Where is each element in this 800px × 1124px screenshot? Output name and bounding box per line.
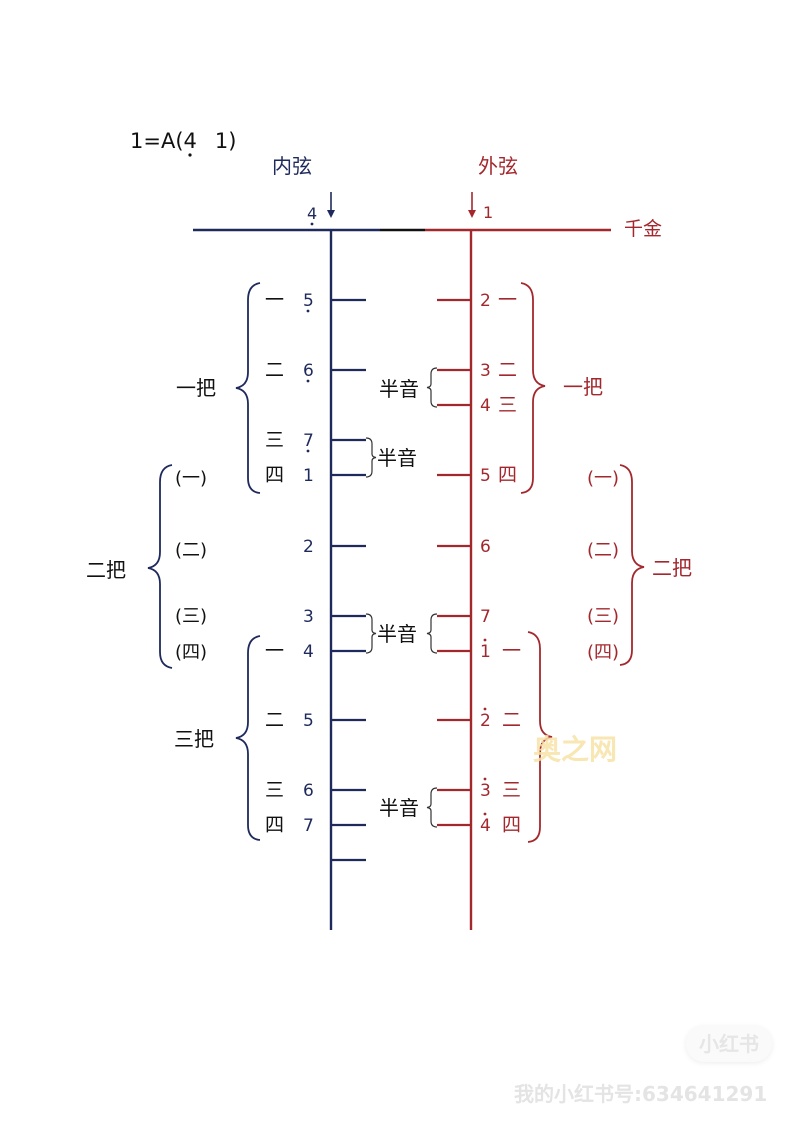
inner-note: 1 [303, 466, 314, 486]
outer-ticks [437, 298, 471, 827]
position-label-1: 一把 [176, 376, 216, 400]
inner-finger-labels: 一 二 三 四 一 二 三 四 [265, 289, 284, 836]
svg-text:(四): (四) [175, 642, 207, 663]
svg-text:四: 四 [498, 464, 517, 486]
svg-text:二: 二 [502, 709, 521, 731]
outer-notes: 2 3 4 5 6 7 1 2 3 4 [480, 291, 491, 836]
svg-text:一: 一 [265, 289, 284, 311]
svg-text:三: 三 [498, 394, 517, 416]
inner-note: 6 [303, 361, 314, 381]
outer-note: 2 [480, 291, 491, 311]
outer-note: 3 [480, 781, 491, 801]
svg-text:二: 二 [498, 359, 517, 381]
svg-text:(四): (四) [587, 642, 619, 663]
site-watermark: 奥之网 [533, 733, 618, 766]
inner-note: 2 [303, 537, 314, 557]
semitone-label: 半音 [379, 796, 419, 820]
svg-text:一: 一 [498, 289, 517, 311]
outer-position-label-2: 二把 [652, 556, 692, 580]
outer-note: 4 [480, 396, 491, 416]
outer-position-label-1: 一把 [563, 375, 603, 399]
svg-text:一: 一 [502, 640, 521, 662]
svg-text:一: 一 [265, 640, 284, 662]
left-position-labels: 一把 二把 三把 [86, 376, 216, 751]
svg-text:四: 四 [265, 814, 284, 836]
outer-finger-labels: 一 二 三 四 一 二 三 四 [498, 289, 521, 836]
inner-note: 6 [303, 781, 314, 801]
outer-note: 3 [480, 361, 491, 381]
inner-notes: 5 6 7 1 2 3 4 5 6 7 [303, 291, 314, 836]
outer-note: 7 [480, 607, 491, 627]
inner-note: 5 [303, 291, 314, 311]
svg-text:(二): (二) [587, 540, 619, 561]
svg-text:四: 四 [265, 464, 284, 486]
low-octave-dots [306, 309, 310, 453]
inner-open-arrow-icon [327, 192, 335, 218]
outer-note: 4 [480, 816, 491, 836]
position-label-3: 三把 [174, 727, 214, 751]
outer-open-arrow-icon [468, 192, 476, 218]
qianjin-label: 千金 [624, 218, 662, 240]
second-position-fingers-right: (一) (二) (三) (四) [587, 468, 619, 663]
inner-note: 4 [303, 642, 314, 662]
svg-text:二: 二 [265, 709, 284, 731]
svg-text:(三): (三) [587, 606, 619, 627]
inner-string-label: 内弦 [272, 154, 312, 178]
left-position-braces [147, 282, 261, 841]
account-watermark: 我的小红书号:634641291 [514, 1082, 768, 1106]
outer-note: 6 [480, 537, 491, 557]
semitone-label: 半音 [377, 622, 417, 646]
xiaohongshu-badge: 小红书 [686, 1026, 772, 1062]
semitone-labels: 半音 半音 半音 半音 [377, 377, 419, 820]
svg-text:(三): (三) [175, 606, 207, 627]
outer-open-note: 1 [483, 203, 493, 222]
inner-note: 5 [303, 711, 314, 731]
inner-note: 7 [303, 431, 314, 451]
inner-open-note: 4 [307, 204, 317, 223]
svg-text:(一): (一) [175, 468, 207, 489]
svg-text:二: 二 [265, 359, 284, 381]
inner-note: 3 [303, 607, 314, 627]
inner-note: 7 [303, 816, 314, 836]
position-label-2: 二把 [86, 558, 126, 582]
right-position-labels: 一把 二把 [563, 375, 692, 580]
svg-text:三: 三 [265, 779, 284, 801]
second-position-fingers-left: (一) (二) (三) (四) [175, 468, 207, 663]
semitone-braces [365, 367, 438, 828]
right-position-braces [520, 282, 645, 843]
outer-note: 2 [480, 711, 491, 731]
svg-text:三: 三 [265, 429, 284, 451]
semitone-label: 半音 [377, 446, 417, 470]
semitone-label: 半音 [379, 377, 419, 401]
svg-text:四: 四 [502, 814, 521, 836]
high-octave-dots [483, 638, 487, 816]
svg-text:(一): (一) [587, 468, 619, 489]
svg-text:三: 三 [502, 779, 521, 801]
low-octave-dot [188, 153, 192, 157]
inner-ticks [331, 298, 366, 862]
svg-text:(二): (二) [175, 540, 207, 561]
outer-string-label: 外弦 [478, 154, 518, 178]
outer-note: 1 [480, 642, 491, 662]
outer-note: 5 [480, 466, 491, 486]
